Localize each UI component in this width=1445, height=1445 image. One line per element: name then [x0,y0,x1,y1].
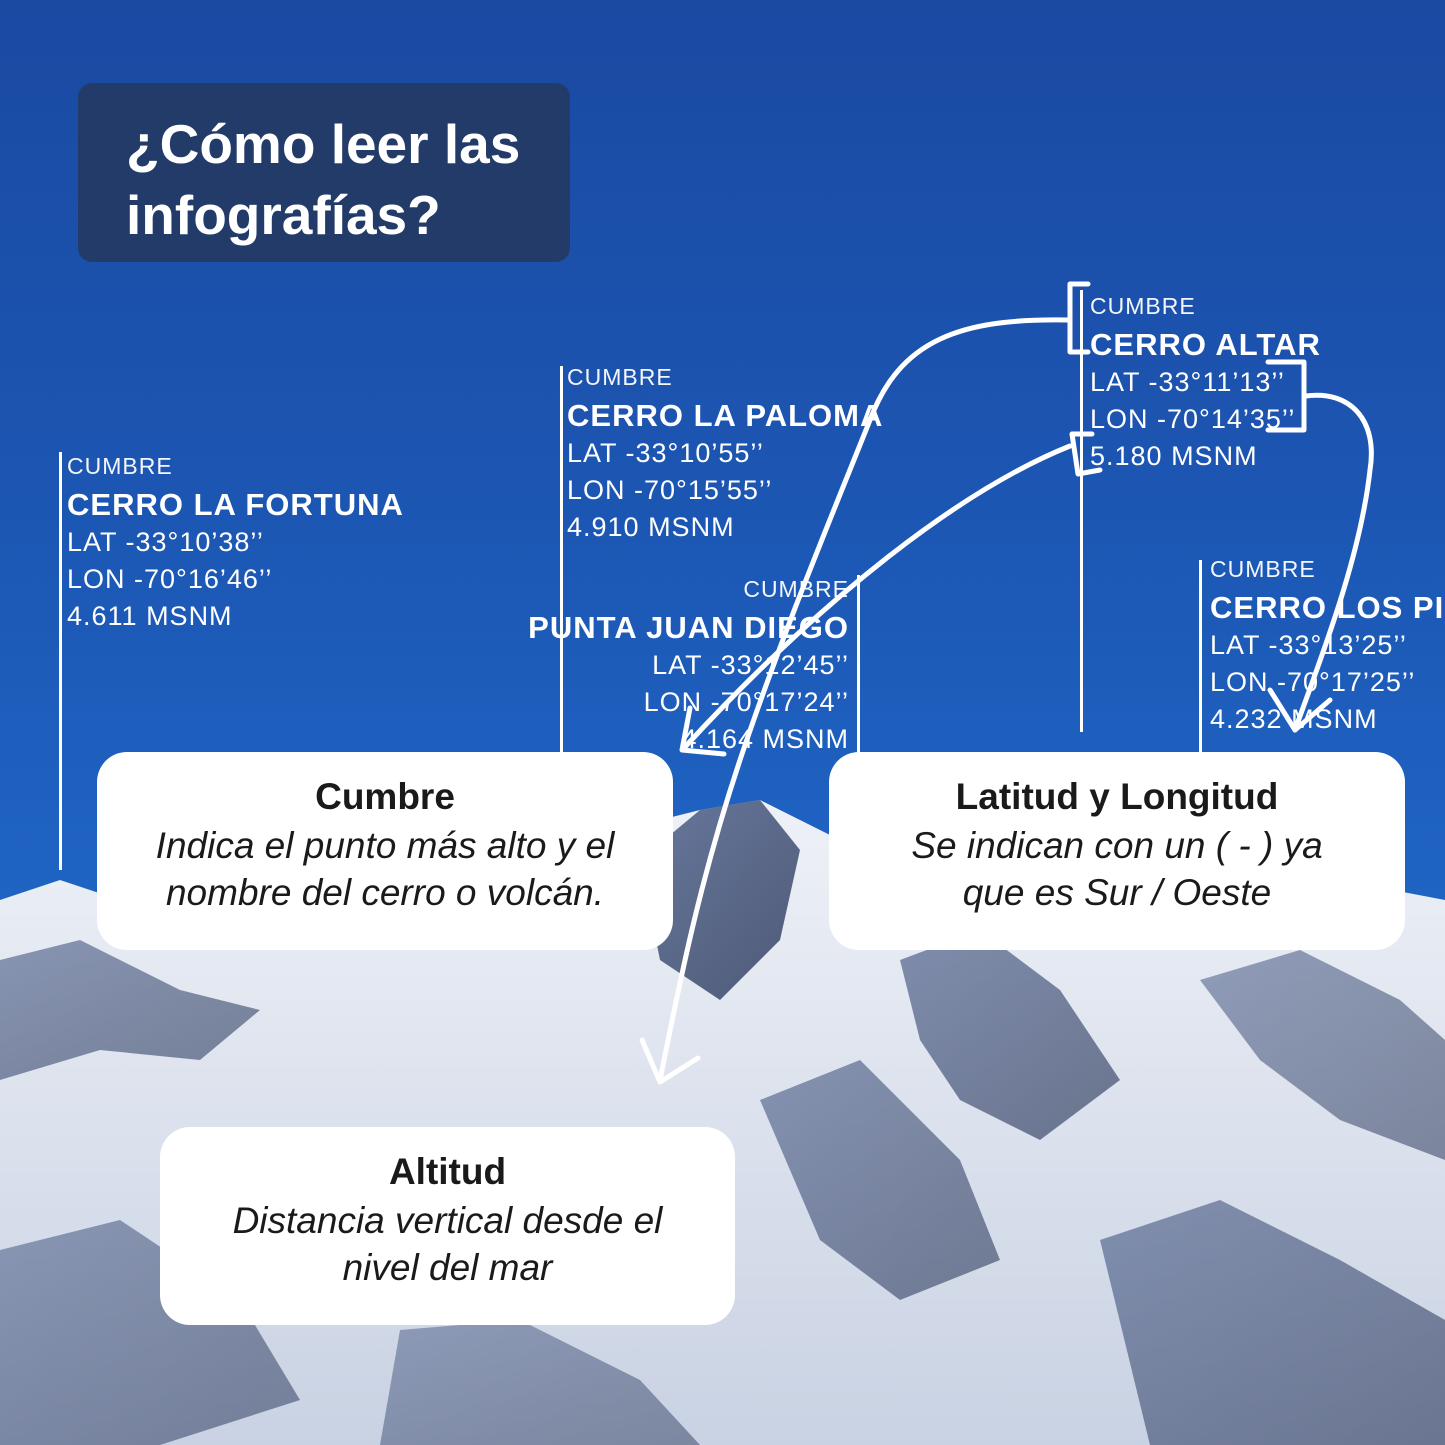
picos-marker-line [1199,560,1202,752]
page-title: ¿Cómo leer las infografías? [78,83,570,262]
peak-label-paloma: CUMBRE CERRO LA PALOMA LAT -33°10’55’’ L… [567,359,883,546]
callout-latlon: Latitud y Longitud Se indican con un ( -… [829,752,1405,950]
peak-kind: CUMBRE [1210,556,1316,582]
peak-lon: LON -70°17’24’’ [643,687,849,717]
peak-lat: LAT -33°10’55’’ [567,438,764,468]
peak-kind: CUMBRE [67,453,173,479]
altar-marker-line [1080,290,1083,732]
peak-lon: LON -70°17’25’’ [1210,667,1416,697]
peak-kind: CUMBRE [743,576,849,602]
peak-name: CERRO LA FORTUNA [67,487,404,522]
peak-label-picos: CUMBRE CERRO LOS PIC LAT -33°13’25’’ LON… [1210,551,1445,738]
peak-name: CERRO ALTAR [1090,327,1321,362]
peak-name: PUNTA JUAN DIEGO [528,610,849,645]
peak-lon: LON -70°15’55’’ [567,475,773,505]
callout-cumbre: Cumbre Indica el punto más alto y el nom… [97,752,673,950]
juan-diego-marker-line [857,575,860,752]
callout-heading: Latitud y Longitud [955,776,1279,817]
peak-lon: LON -70°16’46’’ [67,564,273,594]
peak-lat: LAT -33°10’38’’ [67,527,264,557]
peak-kind: CUMBRE [1090,293,1196,319]
callout-heading: Altitud [388,1151,507,1192]
peak-altitude: 5.180 MSNM [1090,441,1258,471]
peak-label-juan-diego: CUMBRE PUNTA JUAN DIEGO LAT -33°12’45’’ … [528,571,849,758]
callout-heading: Cumbre [315,776,455,817]
fortuna-marker-line [59,452,62,870]
peak-lat: LAT -33°11’13’’ [1090,367,1285,397]
callout-body: nivel del mar [342,1247,553,1288]
peak-altitude: 4.232 MSNM [1210,704,1378,734]
peak-label-fortuna: CUMBRE CERRO LA FORTUNA LAT -33°10’38’’ … [67,448,404,635]
callout-body: que es Sur / Oeste [962,872,1272,913]
peak-name: CERRO LA PALOMA [567,398,884,433]
peak-label-altar: CUMBRE CERRO ALTAR LAT -33°11’13’’ LON -… [1090,288,1321,475]
callout-body: Se indican con un ( - ) ya [911,825,1323,866]
callout-altitud: Altitud Distancia vertical desde el nive… [160,1127,735,1325]
paloma-marker-line [560,366,563,752]
callout-body: nombre del cerro o volcán. [165,872,605,913]
peak-kind: CUMBRE [567,364,673,390]
peak-lat: LAT -33°13’25’’ [1210,630,1407,660]
peak-lat: LAT -33°12’45’’ [652,650,849,680]
peak-name: CERRO LOS PIC [1210,590,1445,625]
peak-altitude: 4.910 MSNM [567,512,735,542]
peak-lon: LON -70°14’35’’ [1090,404,1296,434]
peak-altitude: 4.611 MSNM [67,601,233,631]
callout-body: Indica el punto más alto y el [155,825,615,866]
callout-body: Distancia vertical desde el [232,1200,663,1241]
